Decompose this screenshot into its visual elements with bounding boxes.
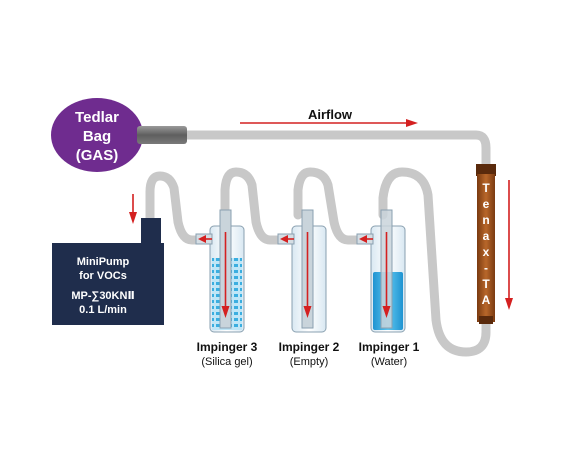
impinger-2-out-arrowhead [280, 235, 288, 243]
impinger-2-flow-arrowhead [303, 306, 312, 318]
tenax-letter: A [482, 293, 491, 307]
tube-tenax-to-impinger-1 [378, 167, 491, 357]
impinger-2: Impinger 2 (Empty) [277, 209, 340, 368]
airflow-indicator: Airflow [240, 107, 418, 127]
tubing [145, 130, 491, 357]
tenax-flow-arrowhead [505, 298, 513, 310]
pump-body [52, 243, 164, 325]
tenax-letter: n [482, 213, 489, 227]
pump-label-3: MP-∑30KNⅡ [71, 290, 134, 302]
pump-flow-arrowhead [129, 212, 137, 224]
impinger-3-out-arrowhead [198, 235, 206, 243]
airflow-arrowhead [406, 119, 418, 127]
pump-label-1: MiniPump [77, 256, 130, 268]
impinger-2-content: (Empty) [290, 356, 329, 368]
bag-label-2: Bag [83, 128, 111, 145]
bag-label-3: (GAS) [76, 147, 119, 164]
pump-label-2: for VOCs [79, 270, 127, 282]
impinger-3-name: Impinger 3 [197, 340, 258, 354]
tenax-letter: e [483, 197, 490, 211]
tedlar-bag: Tedlar Bag (GAS) [51, 98, 187, 172]
tenax-body [477, 174, 495, 322]
impinger-2-name: Impinger 2 [279, 340, 340, 354]
pump-inlet [141, 218, 161, 244]
tenax-letter: T [482, 277, 490, 291]
tenax-letter: - [484, 261, 488, 275]
mini-pump: MiniPump for VOCs MP-∑30KNⅡ 0.1 L/min [52, 194, 164, 325]
impinger-1: Impinger 1 (Water) [356, 209, 420, 368]
impinger-1-out-arrowhead [359, 235, 367, 243]
tube-impinger-2-to-3 [220, 167, 290, 245]
tube-impinger-1-to-2 [293, 167, 367, 245]
tube-impinger-3-to-pump [145, 171, 210, 245]
tedlar-bag-body [51, 98, 143, 172]
airflow-label: Airflow [308, 107, 353, 122]
impinger-3: Impinger 3 (Silica gel) [195, 209, 258, 368]
impinger-3-content: (Silica gel) [201, 356, 252, 368]
tenax-letter: a [483, 229, 490, 243]
tube-bag-to-tenax [181, 130, 491, 171]
impinger-1-content: (Water) [371, 356, 407, 368]
tenax-letter: x [483, 245, 490, 259]
tenax-cap-bottom [479, 316, 493, 324]
bag-connector [137, 126, 187, 144]
bag-label-1: Tedlar [75, 109, 119, 126]
impinger-1-flow-arrowhead [382, 306, 391, 318]
impinger-1-name: Impinger 1 [359, 340, 420, 354]
tenax-cap-top [476, 164, 496, 176]
pump-label-4: 0.1 L/min [79, 304, 127, 316]
tenax-letter: T [482, 181, 490, 195]
impinger-3-flow-arrowhead [221, 306, 230, 318]
